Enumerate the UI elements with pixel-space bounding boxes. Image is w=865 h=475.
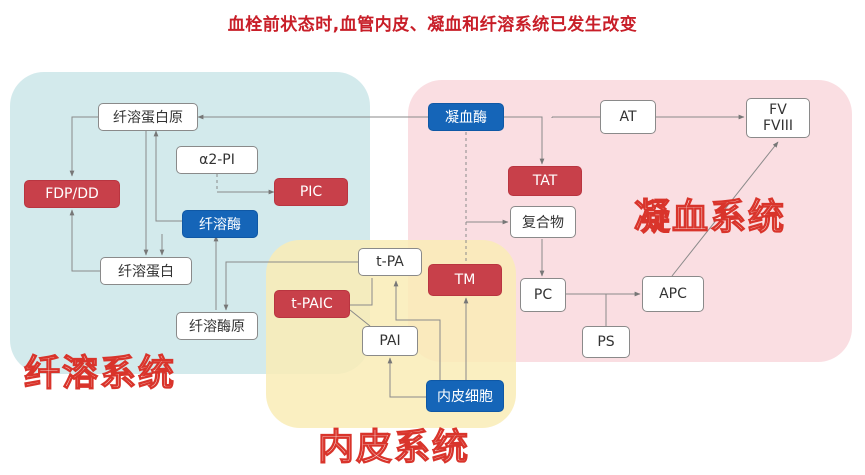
fv-label: FV [769,102,787,118]
fviii-label: FVIII [762,118,794,134]
at-node: AT [600,100,656,134]
fibrinolysis-label: 纤溶系统 [23,352,177,394]
plasmin-node: 纤溶酶 [182,210,258,238]
pai-node: PAI [362,326,418,356]
coagulation-label: 凝血系统 [633,196,787,238]
ps-node: PS [582,326,630,358]
pc-node: PC [520,278,566,312]
fv-fviii-node: FV FVIII [746,98,810,138]
endothelial-cell-node: 内皮细胞 [426,380,504,412]
pic-node: PIC [274,178,348,206]
complex-node: 复合物 [510,206,576,238]
fibrin-node: 纤溶蛋白 [100,257,192,285]
tm-node: TM [428,264,502,296]
t-pa-node: t-PA [358,248,422,276]
endothelium-label: 内皮系统 [317,426,471,468]
apc-node: APC [642,276,704,312]
plasminogen-node: 纤溶蛋白原 [98,103,198,131]
fdp-dd-node: FDP/DD [24,180,120,208]
a2-pi-node: α2-PI [176,146,258,174]
t-paic-node: t-PAIC [274,290,350,318]
plasminogen-precursor-node: 纤溶酶原 [176,312,258,340]
diagram-title: 血栓前状态时,血管内皮、凝血和纤溶系统已发生改变 [227,15,638,35]
tat-node: TAT [508,166,582,196]
thrombin-node: 凝血酶 [428,103,504,131]
